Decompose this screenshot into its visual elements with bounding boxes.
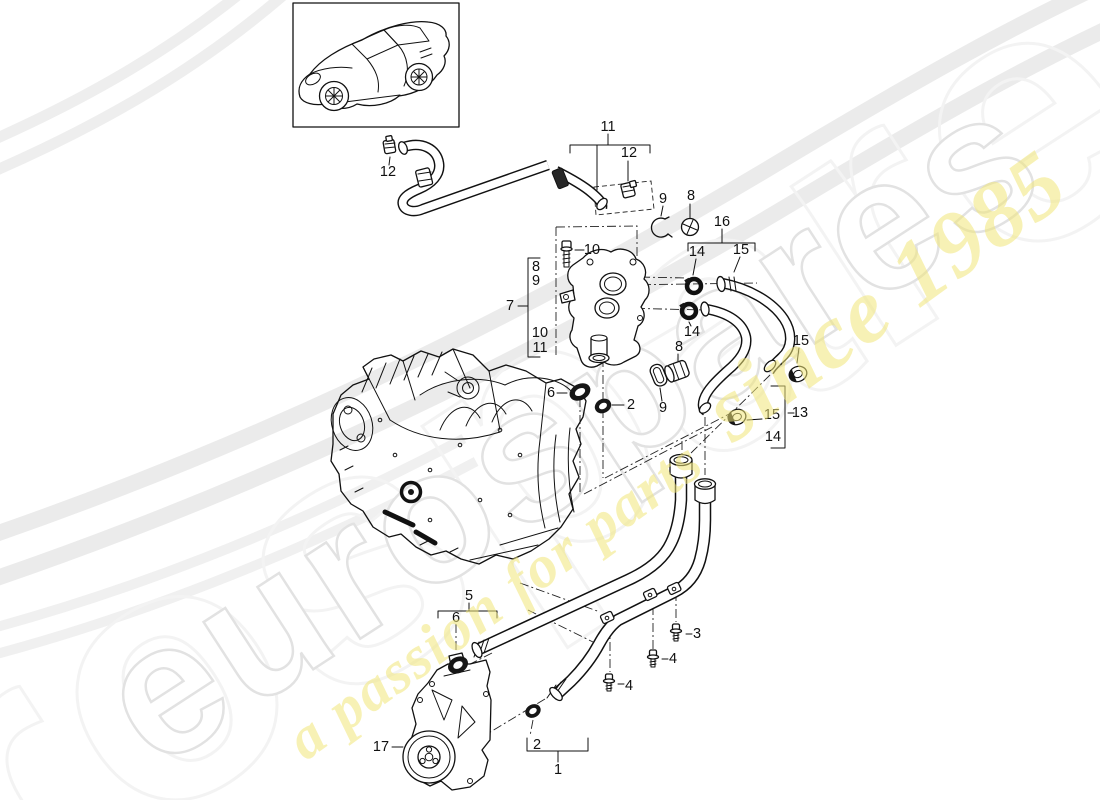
bolt-10-icon xyxy=(560,240,573,268)
pipe-mount-tabs xyxy=(599,581,682,625)
part-label-bolt-4-upper: 4 xyxy=(668,650,678,667)
hose-clamp-12-right-icon xyxy=(620,179,638,199)
part-label-bracket7-item-11: 11 xyxy=(532,339,548,356)
water-hose-set-16 xyxy=(679,275,808,416)
part-label-clip-9-top: 9 xyxy=(658,190,668,207)
part-label-pipe-5: 5 xyxy=(464,587,474,604)
part-label-clamp-12-left: 12 xyxy=(379,163,397,180)
bolt-4-lower-icon xyxy=(602,673,616,692)
car-icon xyxy=(298,20,450,112)
part-label-plug-8-mid: 8 xyxy=(674,338,684,355)
part-label-seal-2-pipe: 2 xyxy=(532,736,542,753)
plug-8-mid-icon xyxy=(664,359,690,383)
gasket-9-icon xyxy=(649,363,668,387)
part-label-clamp-14-upper: 14 xyxy=(688,243,706,260)
part-label-bolt-10: 10 xyxy=(583,241,601,258)
part-label-seal-6-housing: 6 xyxy=(546,384,556,401)
part-label-seal-2-housing: 2 xyxy=(626,396,636,413)
part-label-clamp-15-hose13: 15 xyxy=(763,406,781,423)
seal-2-pipe-icon xyxy=(525,704,541,718)
part-label-clamp-14-hose13: 14 xyxy=(764,428,782,445)
part-label-pipe-1: 1 xyxy=(553,761,563,778)
part-label-thermostat-housing-7: 7 xyxy=(505,297,515,314)
clamp-15-right-icon xyxy=(788,365,808,383)
plug-8-icon xyxy=(680,217,700,237)
clamp-14-upper-icon xyxy=(684,276,704,296)
pipe-5-bell-end xyxy=(669,453,693,479)
part-label-hose-11: 11 xyxy=(600,118,616,135)
hose-clamp-12-left-icon xyxy=(382,135,397,155)
label-brackets xyxy=(388,133,800,763)
pump-pulley xyxy=(402,730,456,784)
thermostat-housing xyxy=(559,248,650,368)
part-label-hose-13: 13 xyxy=(791,404,809,421)
coolant-pipes xyxy=(471,453,717,702)
part-label-hose-set-16: 16 xyxy=(713,213,731,230)
part-label-water-pump-17: 17 xyxy=(372,738,390,755)
bolt-3-icon xyxy=(669,623,683,642)
part-label-clamp-15-right: 15 xyxy=(792,332,810,349)
pipe-1-bell-end xyxy=(693,478,717,505)
part-label-bolt-4-lower: 4 xyxy=(624,677,634,694)
bolt-4-upper-icon xyxy=(646,649,660,668)
part-label-bolt-3: 3 xyxy=(692,625,702,642)
part-label-clamp-15-upper: 15 xyxy=(732,241,750,258)
part-label-clamp-12-right: 12 xyxy=(620,144,638,161)
engine-block xyxy=(330,348,587,565)
part-label-seal-6-pipe: 6 xyxy=(451,609,461,626)
seal-6-housing-icon xyxy=(569,383,591,401)
seal-6-pipe-icon xyxy=(447,656,469,674)
hose-fitting xyxy=(415,167,434,188)
vent-hose-11 xyxy=(382,135,638,217)
part-label-plug-8-top: 8 xyxy=(686,187,696,204)
water-pump xyxy=(402,652,492,791)
part-label-bracket7-item-10: 10 xyxy=(531,324,549,341)
clamp-15-hose13-icon xyxy=(727,408,747,426)
seal-2-housing-icon xyxy=(594,398,612,414)
part-label-bracket7-item-9: 9 xyxy=(531,272,541,289)
part-label-bracket7-item-8: 8 xyxy=(531,258,541,275)
part-label-gasket-9-mid: 9 xyxy=(658,399,668,416)
clamp-14-lower-icon xyxy=(679,301,699,321)
part-label-clamp-14-lower: 14 xyxy=(683,323,701,340)
retaining-clip-9-icon xyxy=(650,216,673,238)
vehicle-thumbnail xyxy=(292,2,460,128)
